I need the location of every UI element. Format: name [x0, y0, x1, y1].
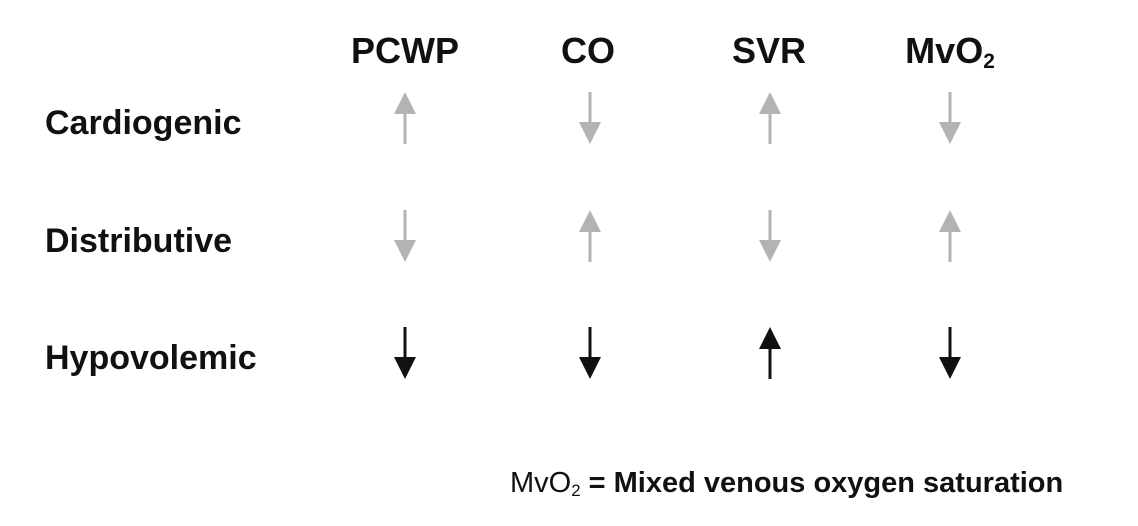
row-label-distributive: Distributive [45, 222, 233, 260]
distributive-svr-arrow-icon [753, 208, 787, 264]
distributive-co-arrow-icon [573, 208, 607, 264]
cardiogenic-co-arrow-icon [573, 90, 607, 146]
arrow-up-icon [394, 92, 416, 144]
arrow-down-icon [579, 92, 601, 144]
column-header-co-text: CO [561, 30, 615, 71]
column-header-pcwp: PCWP [351, 28, 459, 74]
arrow-down-icon [939, 92, 961, 144]
cardiogenic-pcwp-arrow-icon [388, 90, 422, 146]
arrow-up-icon [759, 327, 781, 379]
hypovolemic-co-arrow-icon [573, 325, 607, 381]
column-header-pcwp-text: PCWP [351, 30, 459, 71]
arrow-up-icon [939, 210, 961, 262]
arrow-down-icon [579, 327, 601, 379]
column-header-svr: SVR [732, 28, 806, 74]
footnote-definition: = Mixed venous oxygen saturation [588, 467, 1064, 499]
cardiogenic-svr-arrow-icon [753, 90, 787, 146]
abbreviation-footnote: MvO2 = Mixed venous oxygen saturation [510, 463, 1063, 503]
footnote-abbreviation-subscript: 2 [571, 481, 581, 501]
row-label-cardiogenic: Cardiogenic [45, 104, 242, 142]
arrow-down-icon [939, 327, 961, 379]
row-label-hypovolemic: Hypovolemic [45, 339, 257, 377]
arrow-up-icon [579, 210, 601, 262]
arrow-down-icon [394, 210, 416, 262]
arrow-down-icon [759, 210, 781, 262]
hypovolemic-svr-arrow-icon [753, 325, 787, 381]
arrow-up-icon [759, 92, 781, 144]
distributive-mvo2-arrow-icon [933, 208, 967, 264]
column-header-mvo2-subscript: 2 [983, 50, 995, 74]
footnote-abbreviation-text: MvO [510, 467, 572, 499]
column-header-mvo2-text: MvO [905, 30, 984, 71]
distributive-pcwp-arrow-icon [388, 208, 422, 264]
hypovolemic-pcwp-arrow-icon [388, 325, 422, 381]
footnote-abbreviation: MvO2 [510, 467, 581, 499]
arrow-down-icon [394, 327, 416, 379]
column-header-mvo2: MvO2 [905, 28, 995, 74]
cardiogenic-mvo2-arrow-icon [933, 90, 967, 146]
column-header-svr-text: SVR [731, 30, 807, 71]
column-header-co: CO [561, 28, 615, 74]
hypovolemic-mvo2-arrow-icon [933, 325, 967, 381]
